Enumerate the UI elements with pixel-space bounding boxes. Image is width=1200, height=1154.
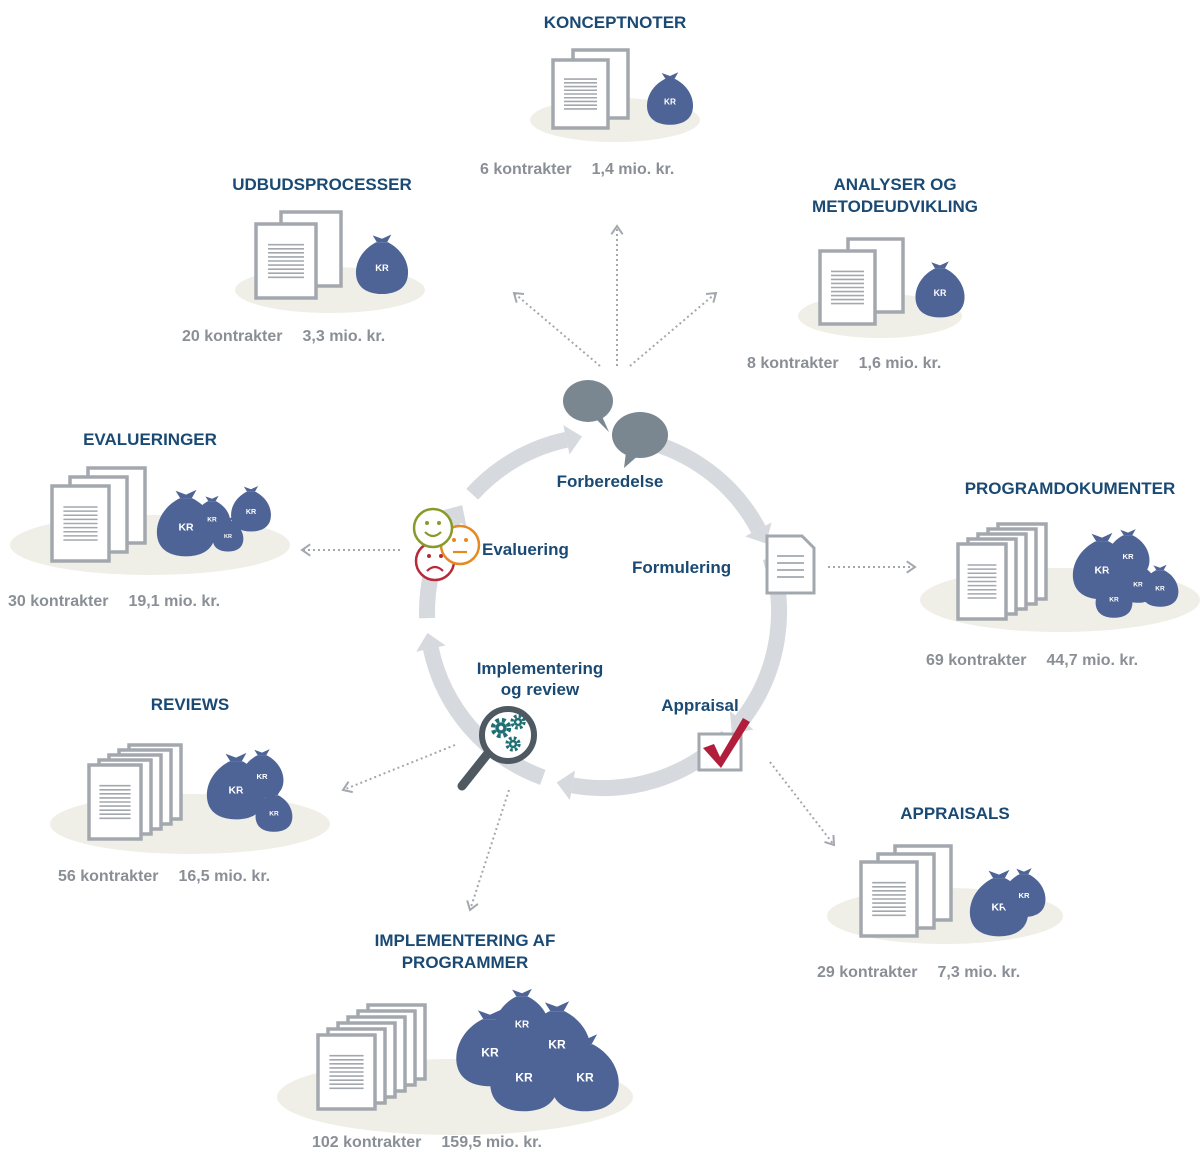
stage-formulering: Formulering <box>632 558 732 577</box>
docs-reviews <box>87 743 183 841</box>
docs-implementering <box>316 1003 427 1111</box>
title-programdokumenter: PROGRAMDOKUMENTER <box>964 479 1176 498</box>
bag-programdokumenter-4: KR <box>1141 564 1179 607</box>
document-icon <box>765 534 816 595</box>
svg-text:KR: KR <box>375 263 389 273</box>
bag-implementering-5: KR <box>490 1034 558 1112</box>
title-appraisals: APPRAISALS <box>900 804 1010 823</box>
docs-programdokumenter <box>956 522 1048 621</box>
checkmark-icon <box>697 718 750 772</box>
arrow-to-konceptnoter <box>610 224 624 366</box>
arrow-to-evalueringer <box>300 543 400 557</box>
svg-text:KR: KR <box>178 523 194 534</box>
svg-text:KR: KR <box>207 517 217 524</box>
docs-konceptnoter <box>551 48 630 130</box>
svg-text:KR: KR <box>224 534 232 540</box>
arrow-to-udbudsprocesser <box>512 291 601 367</box>
docs-appraisals <box>859 844 953 938</box>
svg-text:KR: KR <box>269 811 279 818</box>
bag-evalueringer-4: KR <box>212 516 244 552</box>
cycle-arrowhead <box>441 505 467 527</box>
cycle-arc-segment <box>466 432 569 500</box>
bag-implementering-4: KR <box>551 1034 619 1112</box>
svg-text:KR: KR <box>228 786 244 797</box>
svg-text:KR: KR <box>256 772 268 781</box>
title-konceptnoter: KONCEPTNOTER <box>543 13 687 32</box>
speech-bubbles-icon <box>563 380 668 468</box>
cycle-arrowhead <box>745 522 772 544</box>
svg-text:KR: KR <box>1018 891 1030 900</box>
bag-programdokumenter-5: KR <box>1095 575 1133 618</box>
svg-text:KR: KR <box>1094 566 1110 577</box>
bag-reviews-2: KR <box>240 749 284 799</box>
title-evalueringer: EVALUERINGER <box>83 430 217 449</box>
svg-text:KR: KR <box>1155 586 1165 593</box>
arrow-to-programdokumenter <box>828 560 917 574</box>
arrow-to-implementering <box>466 789 510 912</box>
svg-text:KR: KR <box>1109 597 1119 604</box>
cycle-arrowhead <box>563 425 583 455</box>
svg-text:KR: KR <box>515 1071 533 1085</box>
svg-text:KR: KR <box>1133 582 1143 589</box>
bag-appraisals-2: KR <box>1002 868 1046 918</box>
stage-forberedelse: Forberedelse <box>556 472 664 491</box>
bag-evalueringer-2: KR <box>231 485 271 532</box>
bag-konceptnoter: KR <box>646 72 694 125</box>
svg-text:KR: KR <box>548 1038 566 1052</box>
bag-udbudsprocesser: KR <box>355 234 409 295</box>
cycle-arrowhead <box>416 632 446 652</box>
arrow-to-analyser <box>629 291 718 367</box>
bag-reviews-3: KR <box>255 789 293 832</box>
title-reviews: REVIEWS <box>150 695 230 714</box>
svg-text:KR: KR <box>934 288 947 298</box>
docs-analyser <box>818 237 905 326</box>
svg-text:KR: KR <box>1122 552 1134 561</box>
bag-analyser: KR <box>915 261 965 318</box>
docs-evalueringer <box>50 466 147 563</box>
arrow-to-appraisals <box>769 761 836 847</box>
docs-udbudsprocesser <box>254 210 343 300</box>
svg-text:KR: KR <box>481 1046 499 1060</box>
svg-text:KR: KR <box>515 1019 529 1030</box>
happy-face-icon <box>412 507 454 549</box>
smiley-faces-icon <box>412 507 481 582</box>
stage-appraisal: Appraisal <box>661 696 739 715</box>
svg-text:KR: KR <box>664 98 676 107</box>
stage-evaluering: Evaluering <box>482 540 569 559</box>
svg-text:KR: KR <box>246 508 257 516</box>
arrow-to-reviews <box>341 744 456 794</box>
cycle-arc-segment <box>423 646 546 785</box>
title-udbudsprocesser: UDBUDSPROCESSER <box>232 175 412 194</box>
cycle-arrowhead <box>556 770 576 801</box>
magnifier-gears-icon <box>457 706 537 791</box>
svg-text:KR: KR <box>991 903 1007 914</box>
svg-text:KR: KR <box>576 1071 594 1085</box>
